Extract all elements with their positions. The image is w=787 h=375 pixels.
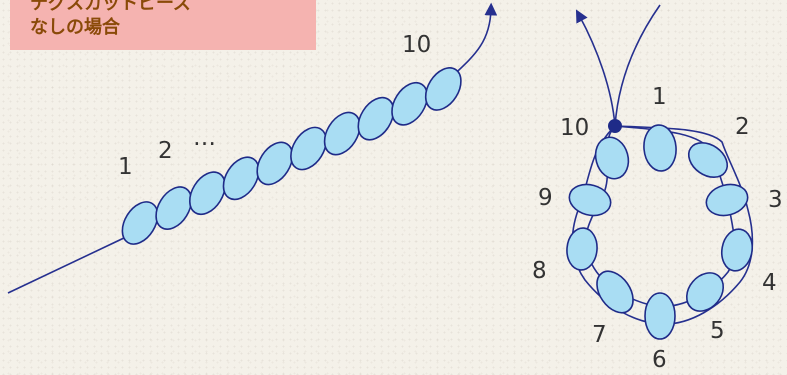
ring-bead-10 (594, 136, 630, 180)
ring-exit-thread-right (614, 4, 661, 127)
ring-number-7: 7 (592, 322, 607, 348)
ring-number-6: 6 (652, 347, 667, 373)
strand-bead-8 (357, 96, 395, 141)
ring-bead-1 (643, 124, 677, 172)
ring-numbers: 1 2 3 4 5 6 7 8 9 10 (532, 84, 783, 373)
ring-number-2: 2 (735, 114, 750, 140)
knot-dot (608, 119, 622, 133)
ring-bead-6 (644, 292, 676, 340)
strand-label-10: 10 (402, 32, 431, 58)
ring-bead-2 (687, 141, 729, 179)
strand-label-2: 2 (158, 138, 173, 164)
strand-bead-5 (256, 141, 294, 186)
strand-bead-1 (121, 201, 159, 245)
strand-bead-7 (323, 111, 361, 156)
strand-bead-3 (188, 171, 226, 216)
strand-bead-6 (290, 126, 327, 171)
ring-number-8: 8 (532, 258, 547, 284)
ring-bead-5 (685, 272, 725, 312)
bead-ring: 1 2 3 4 5 6 7 8 9 10 (532, 4, 783, 373)
strand-bead-2 (155, 186, 193, 230)
ring-exit-thread-left (575, 9, 616, 127)
ring-bead-9 (568, 183, 612, 217)
ring-bead-4 (720, 228, 754, 272)
ring-number-10: 10 (560, 115, 589, 141)
ring-number-1: 1 (652, 84, 667, 110)
note-line-1: テグスカットビーズ (30, 0, 192, 14)
strand-bead-9 (391, 81, 429, 126)
ring-number-9: 9 (538, 185, 553, 211)
ring-bead-7 (596, 270, 634, 314)
note-line-2: なしの場合 (30, 17, 120, 38)
ring-bead-3 (705, 183, 749, 217)
note-box: テグスカットビーズ なしの場合 (10, 0, 316, 50)
ring-bead-8 (566, 227, 598, 271)
ring-number-5: 5 (710, 318, 725, 344)
bead-strand: 1 2 … 10 (7, 2, 498, 294)
strand-bead-4 (222, 156, 260, 201)
ring-number-3: 3 (768, 187, 783, 213)
strand-label-1: 1 (118, 154, 133, 180)
strand-ellipsis: … (193, 125, 216, 151)
ring-beads (566, 124, 754, 340)
strand-beads (121, 67, 462, 245)
strand-bead-10 (424, 67, 462, 111)
ring-number-4: 4 (762, 270, 777, 296)
